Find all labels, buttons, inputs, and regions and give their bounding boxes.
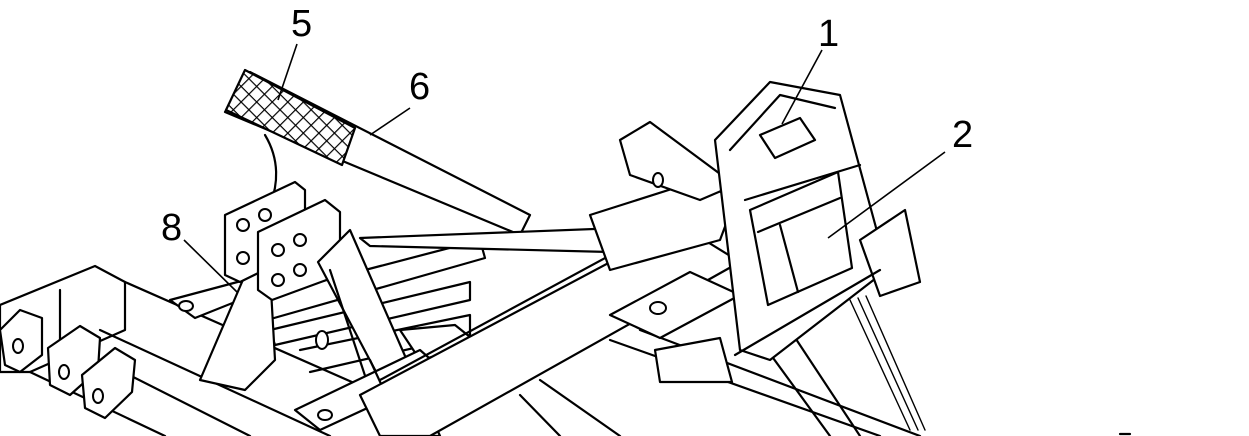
leader-lines <box>183 43 946 293</box>
mount-housing <box>713 80 922 362</box>
left-mounting-tabs <box>0 308 137 420</box>
rear-frame <box>518 295 1132 436</box>
crosshatch-grip <box>224 68 357 167</box>
callout-6: 6 <box>409 66 430 108</box>
callout-2: 2 <box>952 114 973 156</box>
pivot-bracket <box>198 180 342 392</box>
callout-8: 8 <box>161 207 182 249</box>
callout-1: 1 <box>818 13 839 55</box>
callout-5: 5 <box>291 3 312 45</box>
top-frame <box>588 120 742 384</box>
